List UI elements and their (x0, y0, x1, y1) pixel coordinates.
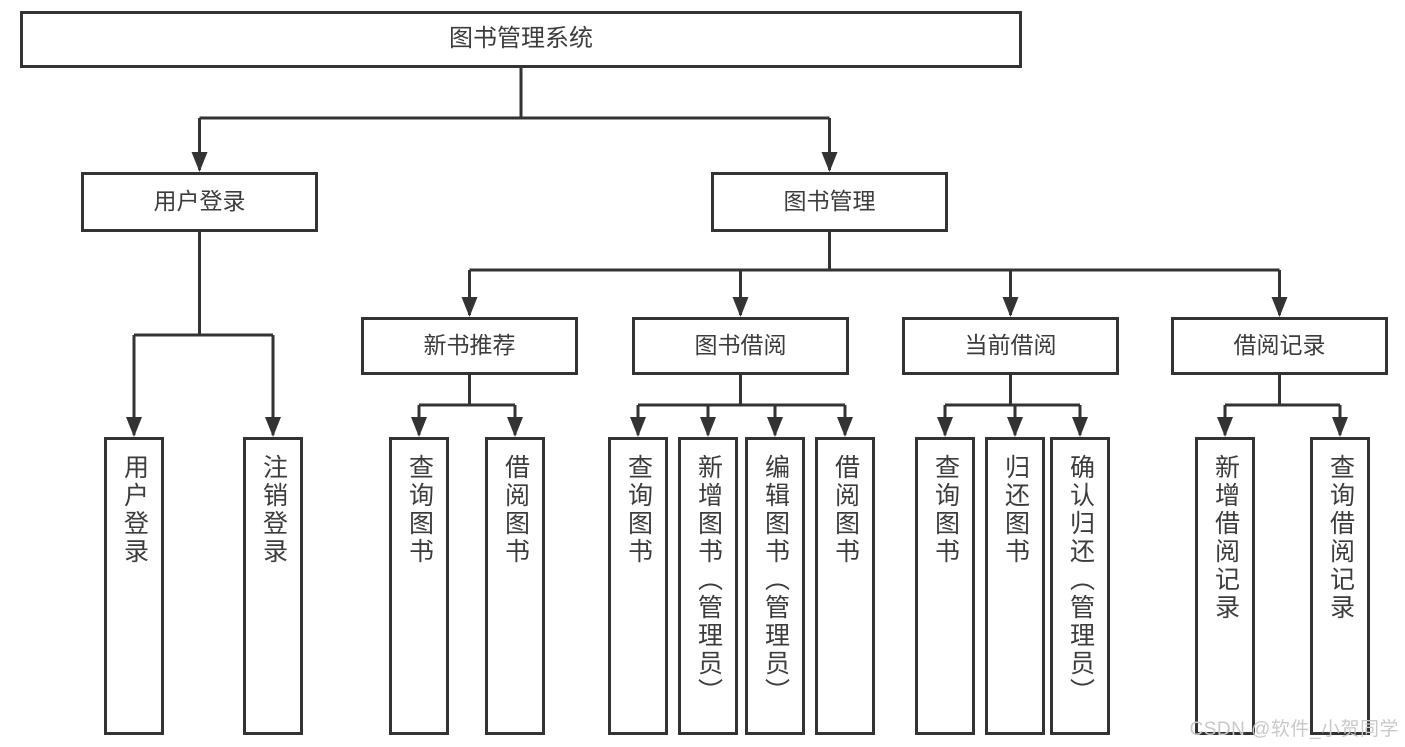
node-borrow-record[interactable]: 借阅记录 (1171, 317, 1388, 375)
node-root[interactable]: 图书管理系统 (20, 11, 1022, 68)
arrowhead-icon-leaf-query-book-2 (630, 417, 646, 437)
arrowhead-icon-leaf-logout (265, 417, 281, 437)
arrowhead-icon-leaf-add-record (1217, 417, 1233, 437)
node-book-borrow[interactable]: 图书借阅 (632, 317, 849, 375)
node-label: 查询图书 (405, 454, 434, 566)
node-label: 查询图书 (931, 454, 960, 566)
node-label: 注销登录 (259, 454, 288, 566)
node-book-manage[interactable]: 图书管理 (711, 172, 948, 232)
arrowhead-icon-new-book-rec (461, 297, 478, 317)
node-label: 借阅记录 (1233, 332, 1326, 359)
node-leaf-edit-book[interactable]: 编辑图书（管理员） (745, 437, 805, 735)
node-leaf-query-book-3[interactable]: 查询图书 (915, 437, 975, 735)
arrowhead-icon-book-manage (821, 152, 838, 172)
node-new-book-rec[interactable]: 新书推荐 (361, 317, 578, 375)
arrowhead-icon-user-login (191, 152, 208, 172)
arrowhead-icon-borrow-record (1271, 297, 1288, 317)
arrowhead-icon-leaf-return-book (1007, 417, 1023, 437)
node-label: 图书借阅 (694, 332, 787, 359)
arrowhead-icon-leaf-user-login (126, 417, 142, 437)
node-label: 新增图书（管理员） (694, 454, 723, 706)
arrowhead-icon-leaf-query-book-1 (411, 417, 427, 437)
arrowhead-icon-leaf-borrow-book-2 (837, 417, 853, 437)
node-label: 编辑图书（管理员） (761, 454, 790, 706)
node-label: 图书管理系统 (449, 25, 593, 53)
csdn-watermark: CSDN @软件_小贺同学 (1189, 719, 1399, 740)
node-leaf-borrow-book-1[interactable]: 借阅图书 (485, 437, 545, 735)
node-leaf-query-book-1[interactable]: 查询图书 (389, 437, 449, 735)
arrowhead-icon-leaf-add-book (700, 417, 716, 437)
node-label: 确认归还（管理员） (1066, 454, 1095, 706)
node-label: 图书管理 (783, 188, 876, 215)
node-label: 借阅图书 (831, 454, 860, 566)
node-leaf-logout[interactable]: 注销登录 (243, 437, 303, 735)
arrowhead-icon-current-borrow (1002, 297, 1019, 317)
node-label: 新书推荐 (423, 332, 516, 359)
node-user-login[interactable]: 用户登录 (81, 172, 318, 232)
node-leaf-return-book[interactable]: 归还图书 (985, 437, 1045, 735)
node-leaf-query-book-2[interactable]: 查询图书 (608, 437, 668, 735)
node-label: 借阅图书 (501, 454, 530, 566)
node-label: 用户登录 (120, 454, 149, 566)
arrowhead-icon-leaf-query-record (1332, 417, 1348, 437)
node-leaf-confirm-return[interactable]: 确认归还（管理员） (1050, 437, 1110, 735)
node-leaf-add-record[interactable]: 新增借阅记录 (1195, 437, 1255, 735)
node-label: 当前借阅 (964, 332, 1057, 359)
node-label: 查询借阅记录 (1326, 454, 1355, 622)
arrowhead-icon-leaf-edit-book (767, 417, 783, 437)
node-label: 查询图书 (624, 454, 653, 566)
node-current-borrow[interactable]: 当前借阅 (902, 317, 1119, 375)
node-leaf-borrow-book-2[interactable]: 借阅图书 (815, 437, 875, 735)
arrowhead-icon-leaf-confirm-return (1072, 417, 1088, 437)
arrowhead-icon-book-borrow (732, 297, 749, 317)
node-label: 归还图书 (1001, 454, 1030, 566)
node-leaf-user-login[interactable]: 用户登录 (104, 437, 164, 735)
node-leaf-query-record[interactable]: 查询借阅记录 (1310, 437, 1370, 735)
node-label: 新增借阅记录 (1211, 454, 1240, 622)
node-leaf-add-book[interactable]: 新增图书（管理员） (678, 437, 738, 735)
node-label: 用户登录 (153, 188, 246, 215)
arrowhead-icon-leaf-query-book-3 (937, 417, 953, 437)
arrowhead-icon-leaf-borrow-book-1 (507, 417, 523, 437)
